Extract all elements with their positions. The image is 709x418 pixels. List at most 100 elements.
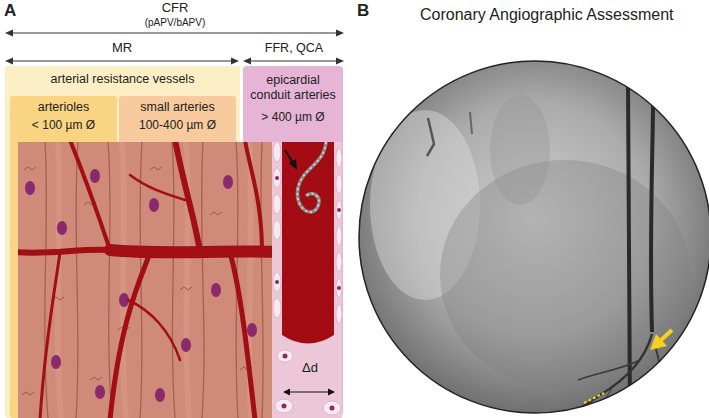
muscle-tissue — [336, 174, 342, 194]
muscle-tissue — [247, 323, 257, 337]
muscle-tissue — [51, 355, 61, 369]
angiogram-image — [490, 95, 550, 205]
muscle-tissue — [122, 142, 126, 418]
muscle-tissue — [180, 287, 192, 290]
muscle-tissue — [337, 208, 341, 212]
angiogram-image — [650, 334, 667, 350]
muscle-tissue — [289, 159, 297, 170]
muscle-tissue — [336, 226, 342, 246]
muscle-tissue — [223, 175, 233, 189]
muscle-tissue — [336, 148, 342, 168]
muscle-tissue — [57, 221, 67, 235]
angiogram-image — [584, 393, 604, 403]
muscle-tissue — [70, 142, 110, 250]
muscle-tissue — [210, 212, 222, 215]
muscle-tissue — [245, 142, 262, 252]
muscle-tissue — [155, 388, 165, 402]
muscle-tissue — [282, 404, 287, 409]
muscle-tissue — [336, 200, 342, 220]
muscle-tissue — [273, 142, 342, 415]
muscle-tissue — [18, 142, 280, 418]
muscle-tissue — [272, 142, 342, 418]
dimension-arrow — [243, 58, 251, 65]
muscle-tissue — [336, 252, 342, 272]
muscle-tissue — [273, 220, 281, 240]
dimension-arrow — [5, 30, 344, 65]
muscle-tissue — [18, 142, 342, 418]
dimension-arrow — [5, 30, 13, 37]
muscle-tissue — [150, 167, 162, 170]
muscle-tissue — [261, 142, 263, 418]
muscle-tissue — [211, 283, 221, 297]
muscle-tissue — [45, 142, 263, 418]
muscle-tissue — [202, 142, 204, 418]
angiogram-image — [660, 330, 672, 341]
muscle-tissue — [283, 354, 288, 359]
dimension-arrow — [10, 60, 234, 61]
muscle-tissue — [285, 150, 293, 163]
angiogram-image — [655, 345, 664, 418]
muscle-tissue — [25, 169, 257, 402]
muscle-tissue — [76, 142, 78, 418]
muscle-tissue — [95, 385, 105, 399]
muscle-tissue — [45, 142, 48, 418]
angiogram-image — [359, 61, 709, 413]
muscle-tissue — [288, 391, 330, 392]
muscle-tissue — [337, 286, 341, 290]
muscle-tissue — [40, 252, 60, 418]
angiogram-image — [588, 401, 608, 411]
muscle-tissue — [328, 389, 335, 396]
muscle-tissue — [18, 250, 112, 253]
measure-formula: (pAPV/bAPV) — [145, 17, 206, 29]
muscle-tissue — [275, 176, 279, 180]
region-fill — [5, 66, 343, 418]
angiogram-image — [562, 334, 652, 418]
panel-letter: B — [357, 1, 369, 21]
muscle-tissue — [297, 142, 326, 212]
dimension-arrow — [5, 58, 13, 65]
region-band: arterial resistance vesselsarterioles< 1… — [5, 66, 240, 418]
muscle-tissue — [273, 168, 281, 188]
muscle-tissue — [128, 300, 180, 360]
diameter-range: < 100 µm Ø — [13, 118, 114, 132]
muscle-tissue — [25, 181, 35, 195]
measure-name: MR — [112, 41, 132, 56]
region-heading: epicardial conduit arteries — [246, 73, 340, 103]
muscle-tissue — [277, 350, 293, 362]
muscle-tissue — [336, 304, 342, 324]
dimension-arrow — [10, 32, 339, 33]
muscle-tissue — [90, 169, 100, 183]
muscle-tissue — [110, 250, 280, 252]
muscle-tissue — [24, 167, 36, 170]
angiogram-image — [359, 61, 709, 413]
angiogram-image — [427, 118, 434, 156]
muscle-tissue — [22, 392, 34, 395]
muscle-tissue — [275, 280, 279, 284]
muscle-tissue — [282, 142, 334, 344]
muscle-tissue — [273, 142, 281, 162]
muscle-tissue — [273, 194, 281, 214]
muscle-tissue — [172, 142, 175, 418]
muscle-tissue — [149, 198, 159, 212]
muscle-tissue — [297, 142, 326, 212]
angiogram-image — [660, 380, 684, 412]
muscle-tissue — [58, 142, 61, 418]
dimension-arrow — [231, 58, 239, 65]
diameter-range: > 400 µm Ø — [246, 110, 340, 124]
region-heading: arterial resistance vessels — [8, 72, 237, 87]
panel-letter: A — [4, 1, 16, 21]
muscle-tissue — [130, 175, 185, 200]
muscle-tissue — [108, 142, 112, 418]
vessel-class: small arteries — [122, 100, 233, 115]
angiogram-image — [359, 47, 709, 418]
muscle-tissue — [181, 338, 191, 352]
diameter-change: Δd — [300, 361, 320, 376]
angiogram-image — [578, 360, 640, 380]
diameter-range: 100-400 µm Ø — [122, 118, 233, 132]
muscle-tissue — [283, 389, 290, 396]
panel-title: Coronary Angiographic Assessment — [420, 6, 673, 24]
muscle-tissue — [273, 298, 281, 318]
angiogram-image — [470, 112, 472, 134]
